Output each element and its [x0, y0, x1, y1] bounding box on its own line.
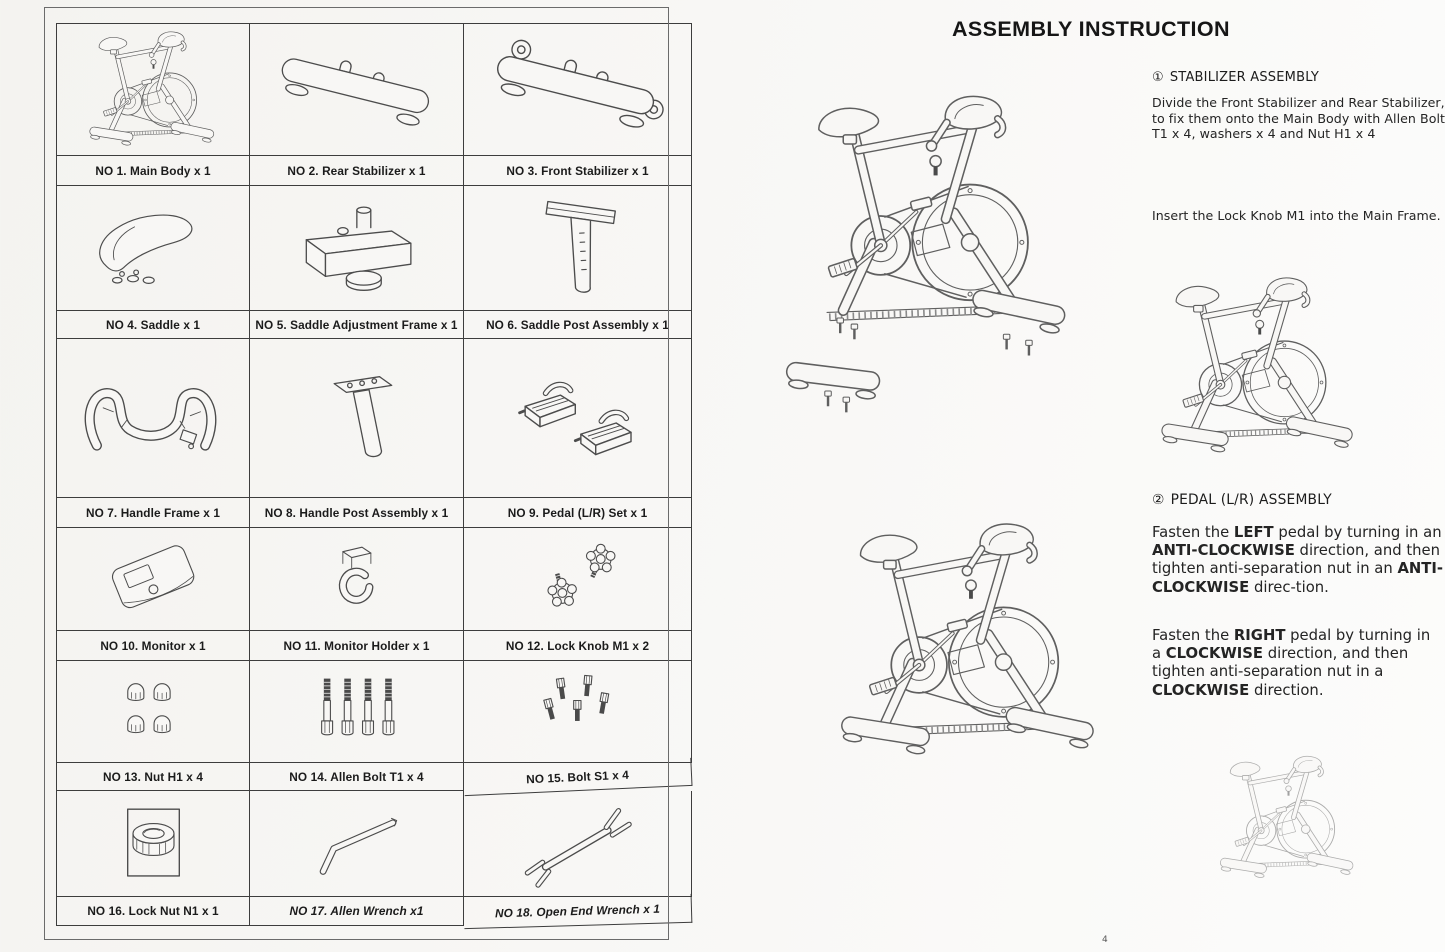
part-label-10: NO 10. Monitor x 1: [57, 631, 250, 661]
part-label-9: NO 9. Pedal (L/R) Set x 1: [464, 498, 692, 528]
page-title: ASSEMBLY INSTRUCTION: [952, 17, 1230, 42]
part-label-8: NO 8. Handle Post Assembly x 1: [250, 498, 464, 528]
part-illustration-lock-knob-icon: [464, 528, 692, 631]
bike-stabilizer-exploded-illustration: [783, 88, 1068, 413]
part-label-11: NO 11. Monitor Holder x 1: [250, 631, 464, 661]
part-illustration-handle-post-icon: [250, 339, 464, 498]
part-label-3: NO 3. Front Stabilizer x 1: [464, 156, 692, 186]
section-2-title: PEDAL (L/R) ASSEMBLY: [1170, 492, 1332, 508]
part-label-2: NO 2. Rear Stabilizer x 1: [250, 156, 464, 186]
section-1-number: ①: [1152, 70, 1164, 85]
section-2-heading: ② PEDAL (L/R) ASSEMBLY: [1152, 492, 1332, 508]
part-illustration-bolt-icon: [464, 661, 692, 763]
part-illustration-rear-stabilizer-icon: [250, 24, 464, 156]
part-label-14: NO 14. Allen Bolt T1 x 4: [250, 763, 464, 791]
part-label-1: NO 1. Main Body x 1: [57, 156, 250, 186]
part-illustration-saddle-adjustment-frame-icon: [250, 186, 464, 311]
part-illustration-nut-icon: [57, 661, 250, 763]
part-illustration-pedal-set-icon: [464, 339, 692, 498]
part-illustration-saddle-icon: [57, 186, 250, 311]
bike-finished-faint-illustration: [1212, 752, 1364, 884]
section-2-paragraph-1: Fasten the LEFT pedal by turning in an A…: [1152, 524, 1444, 596]
section-1-paragraph-1: Divide the Front Stabilizer and Rear Sta…: [1152, 95, 1445, 141]
bike-pedal-assembly-illustration: [826, 516, 1114, 766]
part-label-6: NO 6. Saddle Post Assembly x 1: [464, 311, 692, 339]
part-illustration-saddle-post-icon: [464, 186, 692, 311]
part-label-18: NO 18. Open End Wrench x 1: [463, 893, 693, 930]
part-illustration-lock-nut-icon: [57, 791, 250, 897]
part-illustration-open-end-wrench-icon: [464, 791, 692, 897]
part-label-16: NO 16. Lock Nut N1 x 1: [57, 897, 250, 926]
part-illustration-handle-frame-icon: [57, 339, 250, 498]
part-label-17: NO 17. Allen Wrench x1: [250, 897, 464, 926]
part-illustration-monitor-icon: [57, 528, 250, 631]
section-1-title: STABILIZER ASSEMBLY: [1169, 70, 1320, 85]
part-illustration-main-body-icon: [57, 24, 250, 156]
part-illustration-allen-bolt-icon: [250, 661, 464, 763]
part-illustration-front-stabilizer-icon: [464, 24, 692, 156]
section-2-paragraph-2: Fasten the RIGHT pedal by turning in a C…: [1152, 627, 1431, 699]
part-label-7: NO 7. Handle Frame x 1: [57, 498, 250, 528]
part-label-5: NO 5. Saddle Adjustment Frame x 1: [250, 311, 464, 339]
bike-assembled-small-illustration: [1150, 272, 1368, 461]
part-label-12: NO 12. Lock Knob M1 x 2: [464, 631, 692, 661]
page-number: 4: [1102, 935, 1108, 945]
section-1-heading: ① STABILIZER ASSEMBLY: [1152, 70, 1319, 85]
section-1-paragraph-2: Insert the Lock Knob M1 into the Main Fr…: [1152, 208, 1441, 223]
part-label-4: NO 4. Saddle x 1: [57, 311, 250, 339]
part-illustration-monitor-holder-icon: [250, 528, 464, 631]
part-label-13: NO 13. Nut H1 x 4: [57, 763, 250, 791]
part-illustration-allen-wrench-icon: [250, 791, 464, 897]
section-2-number: ②: [1152, 492, 1165, 508]
